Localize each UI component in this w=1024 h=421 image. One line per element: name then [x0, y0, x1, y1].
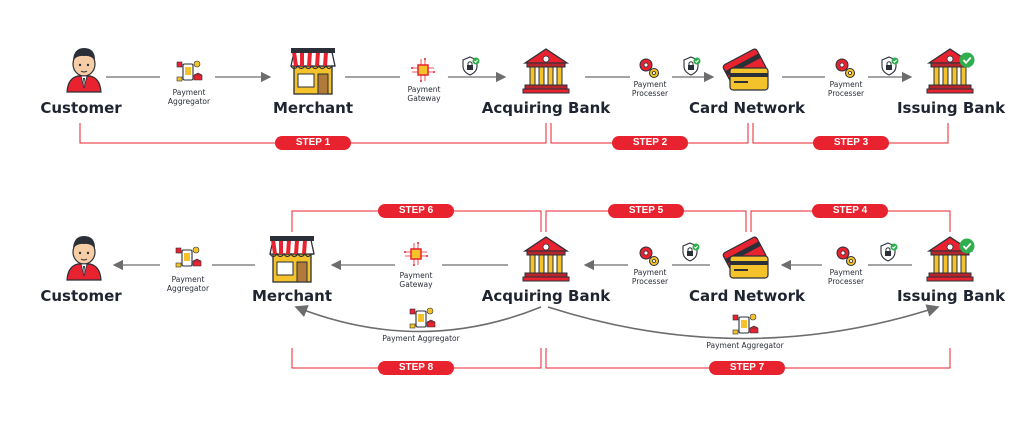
shield-lock-icon — [462, 56, 481, 76]
label-line: Payment — [399, 271, 433, 280]
customer-icon — [66, 47, 102, 93]
aggregator-icon — [175, 246, 202, 268]
gears-icon — [835, 58, 855, 78]
node-label-issuing-bank: Issuing Bank — [896, 99, 1006, 117]
merchant-storefront-icon — [289, 46, 337, 96]
credit-card-icon — [721, 47, 769, 91]
merchant-storefront-icon — [268, 234, 316, 284]
node-label-card-network: Card Network — [689, 287, 805, 305]
label-line: Payment — [829, 80, 863, 89]
label-line: Aggregator — [167, 97, 211, 106]
shield-lock-icon — [682, 242, 701, 262]
curve-acquiring-merchant — [294, 305, 542, 333]
gears-icon — [836, 246, 856, 266]
shield-lock-icon — [683, 56, 702, 76]
step-7-badge: STEP 7 — [709, 361, 785, 375]
gears-icon — [639, 58, 659, 78]
label-line: Payment — [633, 80, 667, 89]
check-badge-icon — [958, 51, 976, 69]
node-label-acquiring-bank: Acquiring Bank — [481, 99, 611, 117]
label-line: Processer — [631, 89, 669, 98]
step-3-badge: STEP 3 — [813, 136, 889, 150]
row2-step-brackets — [291, 210, 951, 369]
node-label-customer: Customer — [40, 99, 122, 117]
label-line: Processer — [631, 277, 669, 286]
row2-connectors — [112, 259, 940, 340]
label-line: Payment — [829, 268, 863, 277]
processer-label: Payment Processer — [828, 268, 864, 286]
label-line: Payment — [407, 85, 441, 94]
label-line: Processer — [827, 89, 865, 98]
node-label-merchant: Merchant — [272, 99, 354, 117]
credit-card-icon — [721, 235, 769, 279]
step-1-badge: STEP 1 — [275, 136, 351, 150]
aggregator-label: Payment Aggregator — [167, 275, 209, 293]
gateway-label: Payment Gateway — [407, 85, 440, 103]
shield-lock-icon — [881, 56, 900, 76]
aggregator-label-curve: Payment Aggregator — [706, 341, 784, 350]
label-line: Payment — [172, 88, 206, 97]
acquiring-bank-icon — [522, 236, 570, 282]
shield-lock-icon — [880, 242, 899, 262]
customer-icon — [66, 235, 102, 281]
node-label-merchant: Merchant — [251, 287, 333, 305]
label-line: Aggregator — [166, 284, 210, 293]
check-badge-icon — [958, 237, 976, 255]
gateway-chip-icon — [410, 57, 436, 83]
label-line: Payment — [171, 275, 205, 284]
node-label-issuing-bank: Issuing Bank — [896, 287, 1006, 305]
aggregator-label: Payment Aggregator — [168, 88, 210, 106]
gateway-label: Payment Gateway — [399, 271, 432, 289]
label-line: Gateway — [407, 94, 441, 103]
processer-label: Payment Processer — [828, 80, 864, 98]
node-label-acquiring-bank: Acquiring Bank — [481, 287, 611, 305]
acquiring-bank-icon — [522, 48, 570, 94]
step-2-badge: STEP 2 — [612, 136, 688, 150]
label-line: Payment — [633, 268, 667, 277]
gears-icon — [639, 246, 659, 266]
processer-label: Payment Processer — [632, 80, 668, 98]
aggregator-icon — [732, 313, 759, 335]
step-4-badge: STEP 4 — [812, 204, 888, 218]
curve-acquiring-issuing — [547, 304, 940, 340]
label-line: Gateway — [399, 280, 433, 289]
processer-label: Payment Processer — [632, 268, 668, 286]
aggregator-label-curve: Payment Aggregator — [382, 334, 460, 343]
step-5-badge: STEP 5 — [608, 204, 684, 218]
step-6-badge: STEP 6 — [378, 204, 454, 218]
node-label-customer: Customer — [40, 287, 122, 305]
aggregator-icon — [409, 307, 436, 329]
gateway-chip-icon — [403, 241, 429, 267]
step-8-badge: STEP 8 — [378, 361, 454, 375]
aggregator-icon — [176, 60, 203, 82]
node-label-card-network: Card Network — [689, 99, 805, 117]
label-line: Processer — [827, 277, 865, 286]
